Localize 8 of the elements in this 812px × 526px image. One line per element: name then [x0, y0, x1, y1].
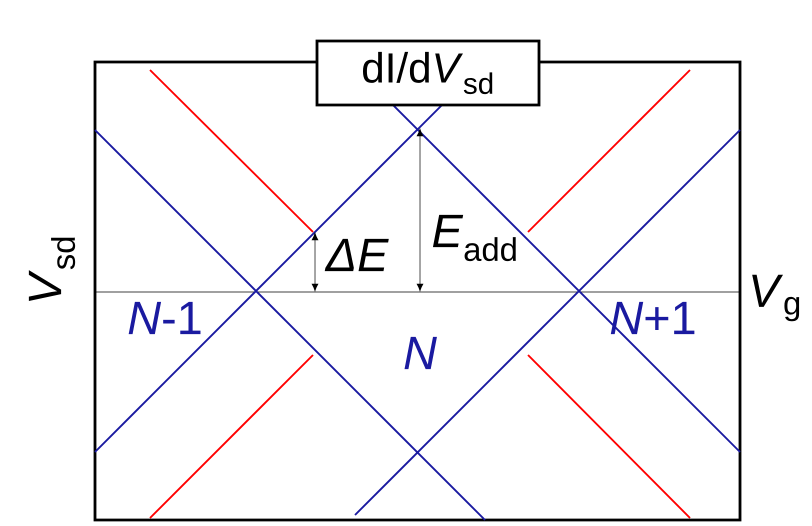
title-box: dI/dV$_{sd}$	[316, 40, 540, 106]
region-label: N+1	[610, 302, 694, 334]
axis-label: V$_{sd}$	[28, 238, 76, 302]
region-label: N	[404, 336, 437, 370]
axis-label: V$_{g}$	[752, 274, 800, 322]
dimension-label: E$_{add}$	[432, 214, 516, 262]
dimension-label: ΔE	[324, 238, 389, 272]
region-label: N-1	[128, 302, 200, 334]
